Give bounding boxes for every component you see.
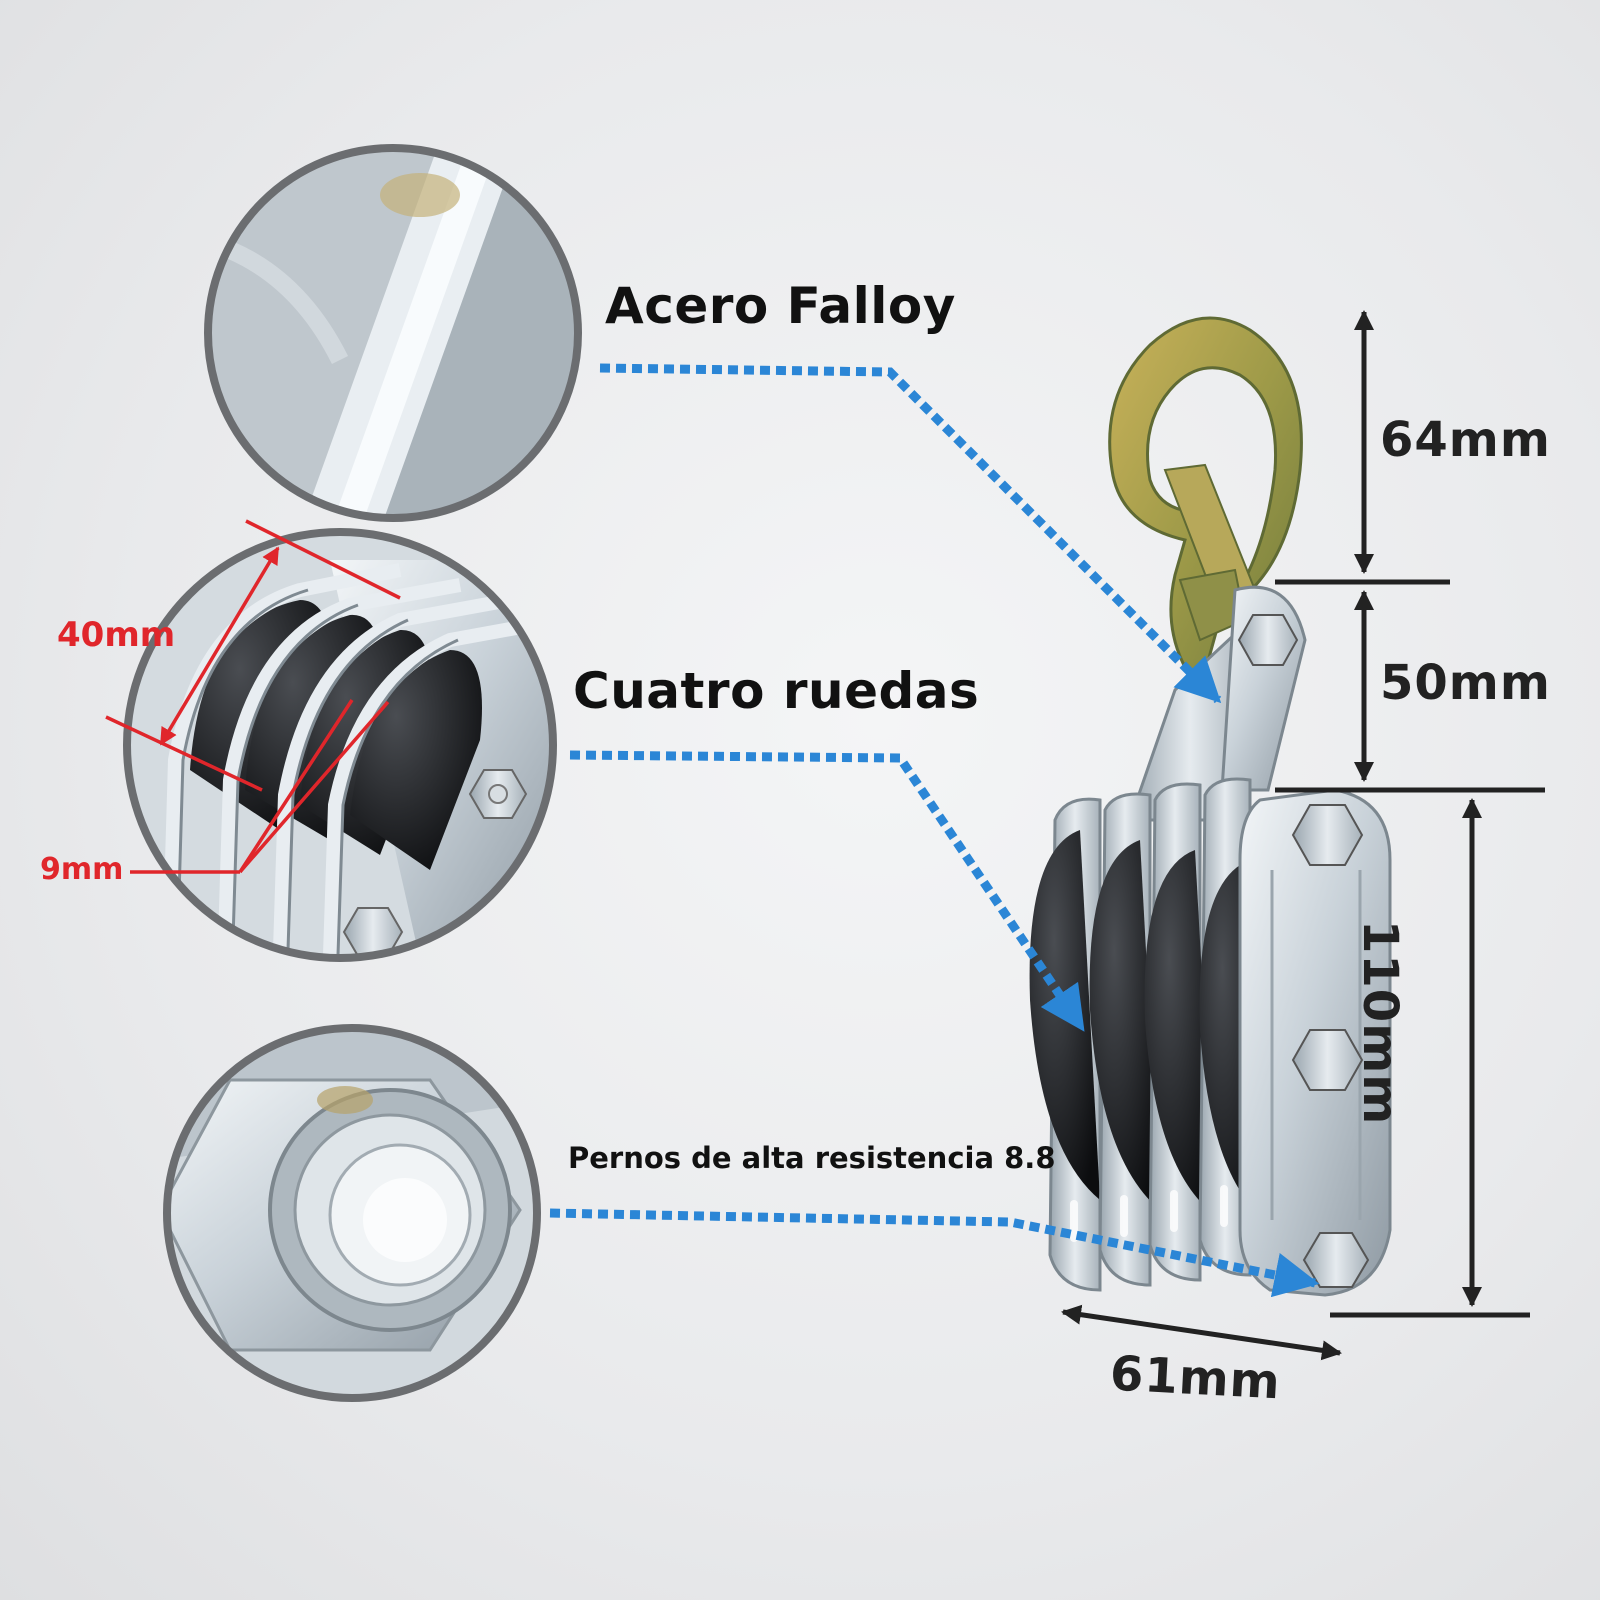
- feature-label-steel: Acero Falloy: [605, 277, 956, 335]
- feature-label-wheels: Cuatro ruedas: [573, 662, 980, 720]
- sheave-plates: [1029, 777, 1265, 1292]
- detail-circle-wheels: [123, 528, 557, 962]
- dimension-line-width: [1061, 1304, 1342, 1361]
- groove-annotation: [105, 519, 401, 874]
- feature-label-bolts: Pernos de alta resistencia 8.8: [568, 1141, 1056, 1175]
- dimension-lines: [1061, 310, 1545, 1361]
- detail-label-gap: 9mm: [40, 852, 124, 887]
- dimension-label-body: 110mm: [1352, 920, 1408, 1126]
- groove-dimension-line: [159, 546, 280, 746]
- leader-lines: [549, 363, 1320, 1298]
- hook: [1108, 316, 1303, 694]
- dimension-label-width: 61mm: [1108, 1345, 1283, 1411]
- detail-circle-steel: [204, 144, 582, 522]
- dimension-label-hook: 64mm: [1380, 412, 1551, 468]
- front-cheek-plate: [1238, 788, 1392, 1297]
- detail-circle-bolt: [163, 1024, 541, 1402]
- leader-line-bolts: [549, 1208, 1320, 1298]
- pulley-block: [1029, 316, 1392, 1297]
- groove-extension-line-top: [245, 519, 401, 600]
- detail-label-groove: 40mm: [57, 615, 176, 655]
- bolt-middle: [1291, 1029, 1364, 1091]
- dimension-label-link: 50mm: [1380, 655, 1551, 711]
- groove-extension-line-bottom: [105, 715, 263, 792]
- leader-line-steel: [599, 363, 1222, 704]
- leader-line-wheels: [569, 750, 1086, 1032]
- bolt-top: [1291, 804, 1364, 866]
